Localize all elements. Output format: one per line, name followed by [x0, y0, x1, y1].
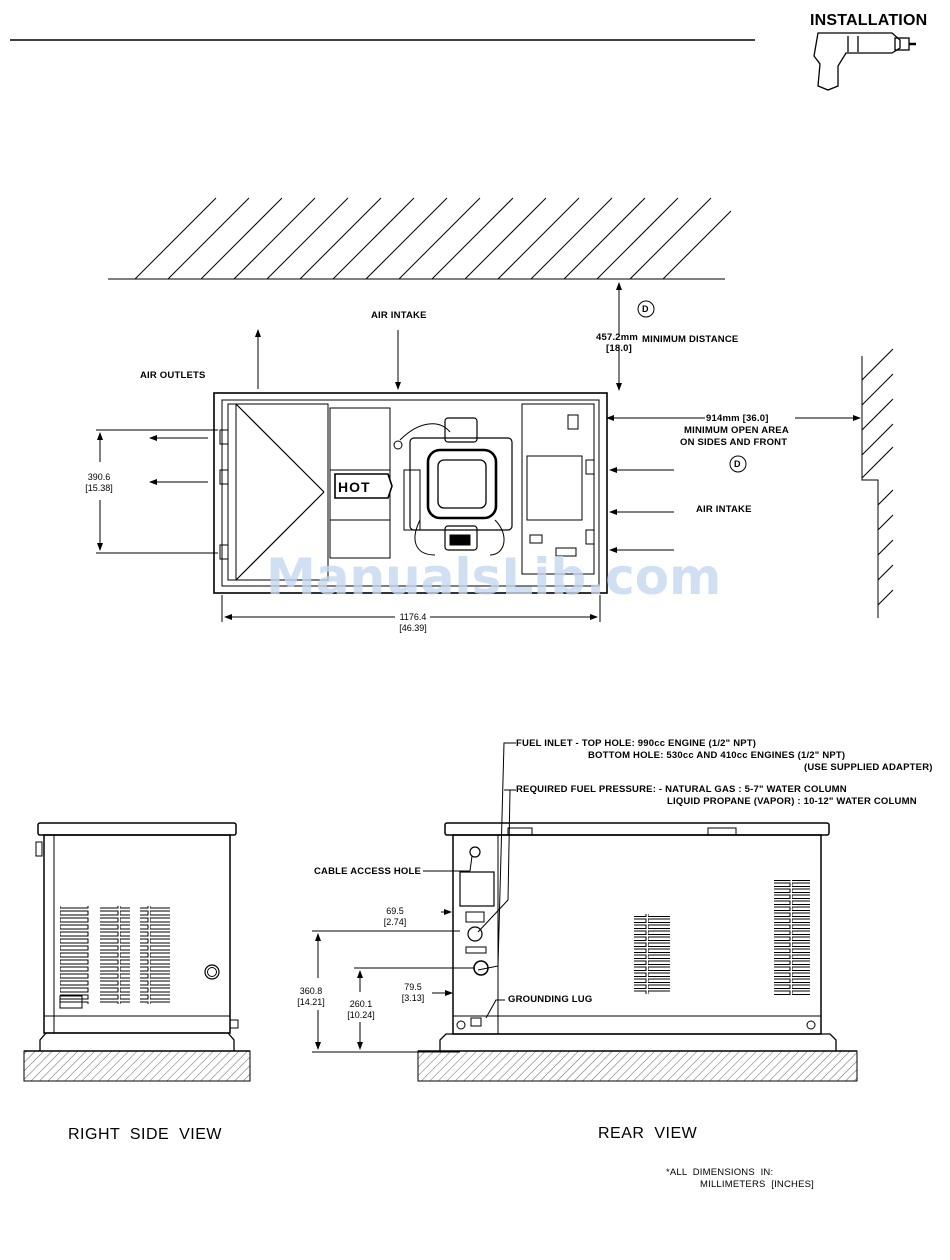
fuel-inlet-line2: BOTTOM HOLE: 530cc AND 410cc ENGINES (1/… [588, 750, 846, 761]
dim-width-in: [46.39] [399, 623, 427, 633]
callout-d-1: D [642, 304, 649, 314]
right-side-view-drawing [23, 822, 251, 1082]
dim-260-1-in: [10.24] [347, 1010, 375, 1020]
open-area-line2: MINIMUM OPEN AREA [684, 425, 789, 436]
footnote-line1: *ALL DIMENSIONS IN: [666, 1167, 774, 1178]
open-area-line3: ON SIDES AND FRONT [680, 437, 788, 448]
right-wall-hatch [861, 348, 894, 618]
dim-360-8-in: [14.21] [297, 997, 325, 1007]
dim-width-mm: 1176.4 [399, 612, 427, 622]
page-header-title: INSTALLATION [810, 12, 928, 29]
rear-view-drawing [312, 742, 858, 1082]
air-intake-top-label: AIR INTAKE [371, 310, 427, 321]
dim-260-1-mm: 260.1 [349, 999, 373, 1009]
air-outlets-label: AIR OUTLETS [140, 370, 206, 381]
dim-69-5-mm: 69.5 [386, 906, 404, 916]
dim-360-8-mm: 360.8 [299, 986, 323, 996]
fuel-inlet-line3: (USE SUPPLIED ADAPTER) [804, 762, 933, 773]
hot-label: HOT [338, 479, 371, 495]
fuel-pressure-line1: REQUIRED FUEL PRESSURE: - NATURAL GAS : … [516, 784, 847, 795]
drill-icon [813, 32, 916, 91]
fuel-pressure-line2: LIQUID PROPANE (VAPOR) : 10-12" WATER CO… [667, 796, 917, 807]
open-area-line1: 914mm [36.0] [706, 413, 769, 424]
min-distance-inch: [18.0] [606, 343, 633, 354]
cable-access-hole-label: CABLE ACCESS HOLE [314, 866, 422, 877]
min-distance-value: 457.2mm [596, 332, 639, 343]
top-view-dimensions [96, 282, 861, 622]
callout-d-circle-2 [729, 455, 747, 473]
rear-view-title: REAR VIEW [598, 1125, 698, 1142]
dim-height-mm: 390.6 [87, 472, 111, 482]
dim-69-5-in: [2.74] [383, 917, 407, 927]
air-intake-right-label: AIR INTAKE [696, 504, 752, 515]
dim-79-5-mm: 79.5 [404, 982, 422, 992]
top-wall-hatch [108, 197, 732, 280]
watermark: ManualsLib.com [266, 548, 722, 606]
callout-d-circle-1 [637, 300, 655, 318]
hot-label-badge [334, 473, 393, 499]
callout-d-2: D [734, 459, 741, 469]
dim-79-5-in: [3.13] [401, 993, 425, 1003]
right-side-view-title: RIGHT SIDE VIEW [68, 1126, 222, 1143]
fuel-inlet-line1: FUEL INLET - TOP HOLE: 990cc ENGINE (1/2… [516, 738, 757, 749]
footnote-line2: MILLIMETERS [INCHES] [700, 1179, 814, 1190]
grounding-lug-label: GROUNDING LUG [508, 994, 593, 1005]
min-distance-label: MINIMUM DISTANCE [642, 334, 739, 345]
dim-height-in: [15.38] [85, 483, 113, 493]
